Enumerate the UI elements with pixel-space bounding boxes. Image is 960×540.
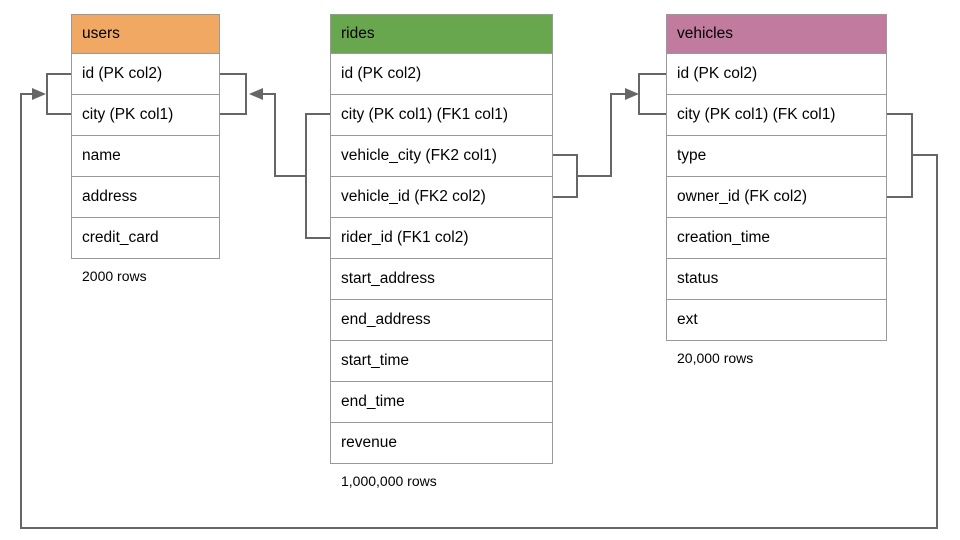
table-row: status <box>666 258 887 300</box>
table-row: vehicle_city (FK2 col1) <box>330 135 553 177</box>
relationship-vehicles-fk-users <box>20 73 938 529</box>
row-count: 20,000 rows <box>677 350 754 366</box>
table-row: start_address <box>330 258 553 300</box>
rides-to-users-connector-line <box>263 93 306 177</box>
relationship-rides-fk2-vehicles <box>553 73 666 198</box>
table-row: creation_time <box>666 217 887 259</box>
arrowhead-into-users-right <box>249 88 263 100</box>
table-header: vehicles <box>666 14 887 54</box>
table-row: id (PK col2) <box>666 53 887 95</box>
table-row: name <box>71 135 220 177</box>
arrowhead-into-vehicles-left <box>625 88 639 100</box>
table-row: id (PK col2) <box>330 53 553 95</box>
table-row: city (PK col1) (FK1 col1) <box>330 94 553 136</box>
table-row: vehicle_id (FK2 col2) <box>330 176 553 218</box>
table-row: start_time <box>330 340 553 382</box>
table-name: vehicles <box>677 25 733 42</box>
table-row: type <box>666 135 887 177</box>
table-name: rides <box>341 25 375 42</box>
table-row: end_address <box>330 299 553 341</box>
vehicles-to-users-connector-line <box>20 93 938 529</box>
table-row: credit_card <box>71 217 220 259</box>
table-rides: rides id (PK col2)city (PK col1) (FK1 co… <box>330 14 553 489</box>
table-header: rides <box>330 14 553 54</box>
table-rows: id (PK col2)city (PK col1) (FK col1)type… <box>666 53 887 341</box>
users-right-bracket <box>220 73 247 115</box>
table-row: ext <box>666 299 887 341</box>
table-row: id (PK col2) <box>71 53 220 95</box>
table-row: end_time <box>330 381 553 423</box>
rides-left-bracket <box>305 113 330 239</box>
table-name: users <box>82 25 120 42</box>
vehicles-right-bracket <box>887 113 913 198</box>
row-count: 2000 rows <box>82 268 147 284</box>
vehicles-left-bracket <box>638 73 666 115</box>
rides-right-bracket <box>553 154 578 198</box>
table-rows: id (PK col2)city (PK col1) (FK1 col1)veh… <box>330 53 553 464</box>
table-row: owner_id (FK col2) <box>666 176 887 218</box>
table-row: revenue <box>330 422 553 464</box>
table-header: users <box>71 14 220 54</box>
table-vehicles: vehicles id (PK col2)city (PK col1) (FK … <box>666 14 887 366</box>
relationship-rides-fk1-users <box>220 73 330 239</box>
table-row: address <box>71 176 220 218</box>
table-row: rider_id (FK1 col2) <box>330 217 553 259</box>
arrowhead-into-users-left <box>32 88 46 100</box>
rides-to-vehicles-connector-line <box>577 93 625 177</box>
table-row: city (PK col1) (FK col1) <box>666 94 887 136</box>
users-left-bracket <box>46 73 71 115</box>
table-row: city (PK col1) <box>71 94 220 136</box>
row-count: 1,000,000 rows <box>341 473 437 489</box>
